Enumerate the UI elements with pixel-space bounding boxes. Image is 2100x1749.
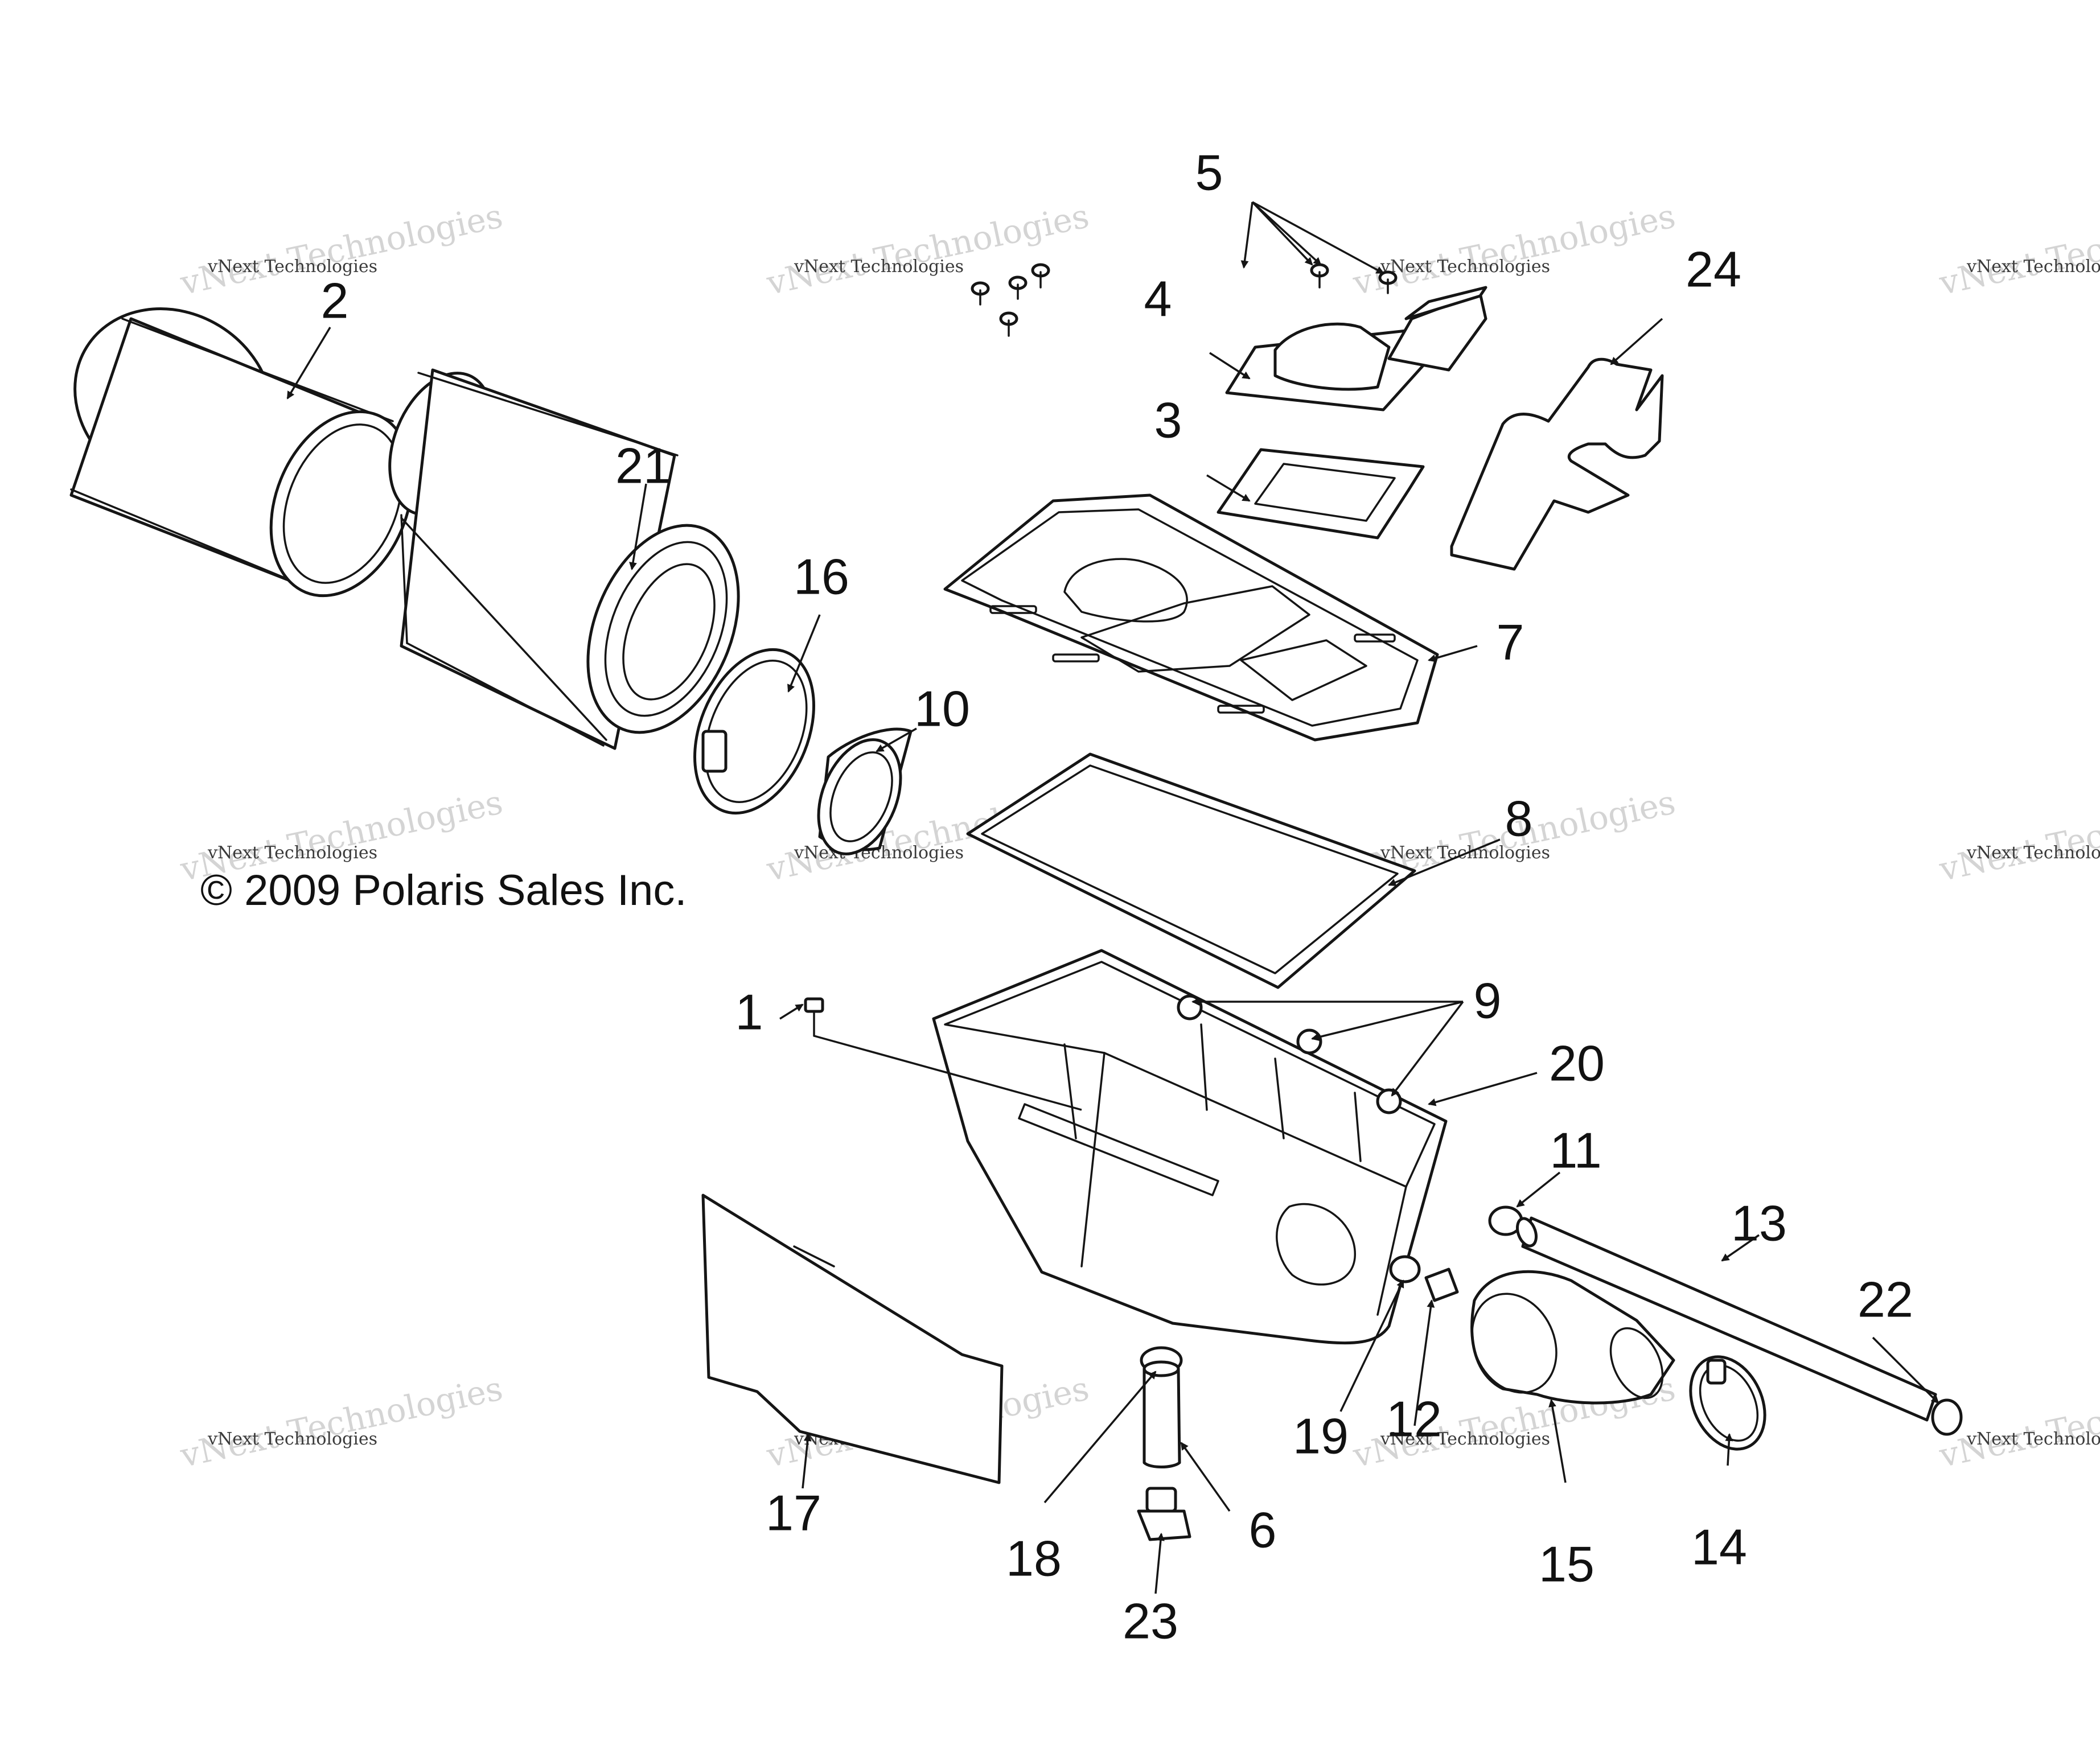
callout-3[interactable]: 3 <box>1154 392 1182 448</box>
watermark-small-text: vNext Technologies <box>207 843 377 863</box>
part-22-small-clamp[interactable] <box>1931 1398 1963 1436</box>
callout-2[interactable]: 2 <box>321 272 349 328</box>
callout-13[interactable]: 13 <box>1731 1195 1787 1251</box>
callout-14[interactable]: 14 <box>1691 1518 1747 1575</box>
callout-17[interactable]: 17 <box>766 1484 821 1541</box>
part-13-vent-hose[interactable] <box>1514 1216 1937 1422</box>
part-17-access-panel[interactable] <box>701 1194 1004 1484</box>
part-7-airbox-cover[interactable] <box>943 493 1439 742</box>
part-21-air-filter-element[interactable] <box>370 358 767 755</box>
callout-22[interactable]: 22 <box>1857 1271 1913 1327</box>
part-5-screws[interactable] <box>971 263 1398 337</box>
part-3-gasket[interactable] <box>1217 448 1425 540</box>
watermark-small-text: vNext Technologies <box>1966 843 2100 863</box>
callout-19[interactable]: 19 <box>1293 1408 1349 1464</box>
callout-11[interactable]: 11 <box>1550 1122 1601 1178</box>
part-19-grommet[interactable] <box>1389 1255 1421 1283</box>
watermark: vNext Technologies vNext Technologies <box>1935 196 2100 303</box>
callout-1[interactable]: 1 <box>735 983 763 1040</box>
watermark: vNext Technologies vNext Technologies <box>1935 783 2100 889</box>
part-14-hose-clamp[interactable] <box>1676 1345 1780 1462</box>
callout-23[interactable]: 23 <box>1123 1592 1178 1649</box>
callout-24[interactable]: 24 <box>1686 241 1741 297</box>
watermark-large-text: vNext Technologies <box>176 1369 506 1475</box>
part-20-airbox-base[interactable] <box>932 949 1448 1345</box>
watermark-small-text: vNext Technologies <box>207 257 377 277</box>
screw <box>999 311 1018 337</box>
watermark-small-text: vNext Technologies <box>794 257 964 277</box>
callout-9[interactable]: 9 <box>1474 972 1502 1028</box>
callout-10[interactable]: 10 <box>914 680 970 736</box>
screw <box>1378 270 1398 294</box>
watermark-large-text: vNext Technologies <box>1349 196 1679 303</box>
part-1-bolt[interactable] <box>804 997 824 1037</box>
screw <box>1031 263 1050 289</box>
watermark-large-text: vNext Technologies <box>1935 783 2100 889</box>
part-12-grommet[interactable] <box>1424 1267 1459 1302</box>
callout-5[interactable]: 5 <box>1195 144 1223 200</box>
callout-8[interactable]: 8 <box>1505 790 1533 846</box>
watermark-small-text: vNext Technologies <box>1380 257 1550 277</box>
part-15-outlet-duct[interactable] <box>1457 1270 1675 1406</box>
part-16-hose-clamp[interactable] <box>672 632 837 830</box>
watermark: vNext Technologies vNext Technologies <box>763 196 1092 303</box>
screw <box>971 281 990 306</box>
screw <box>1310 263 1329 289</box>
watermark-small-text: vNext Technologies <box>1966 257 2100 277</box>
callout-7[interactable]: 7 <box>1497 614 1524 670</box>
watermark-large-text: vNext Technologies <box>763 196 1092 303</box>
leader-lines <box>286 201 1939 1594</box>
callout-18[interactable]: 18 <box>1006 1530 1062 1586</box>
screw <box>1008 275 1028 300</box>
callout-12[interactable]: 12 <box>1386 1390 1442 1447</box>
callout-6[interactable]: 6 <box>1249 1501 1277 1558</box>
callout-16[interactable]: 16 <box>794 548 849 604</box>
part-23-drain-valve[interactable] <box>1137 1487 1191 1541</box>
part-4-intake-snorkel[interactable] <box>1225 286 1487 411</box>
callout-15[interactable]: 15 <box>1539 1536 1594 1592</box>
part-2-prefilter-sleeve[interactable] <box>40 272 438 617</box>
watermark-large-text: vNext Technologies <box>1935 196 2100 303</box>
callout-numbers: 1 2 3 4 5 6 7 8 9 10 11 12 13 14 15 16 1… <box>321 144 1913 1649</box>
watermark-small-text: vNext Technologies <box>1380 1429 1550 1449</box>
copyright-text: © 2009 Polaris Sales Inc. <box>200 866 687 915</box>
callout-21[interactable]: 21 <box>615 437 671 493</box>
watermark-small-text: vNext Technologies <box>207 1429 377 1449</box>
part-24-seal[interactable] <box>1450 357 1664 571</box>
part-8-base-gasket[interactable] <box>966 752 1416 989</box>
watermark-small-text: vNext Technologies <box>1966 1429 2100 1449</box>
callout-20[interactable]: 20 <box>1549 1035 1605 1091</box>
watermark: vNext Technologies vNext Technologies <box>1349 196 1679 303</box>
callout-4[interactable]: 4 <box>1144 270 1172 327</box>
watermark: vNext Technologies vNext Technologies <box>176 1369 506 1475</box>
